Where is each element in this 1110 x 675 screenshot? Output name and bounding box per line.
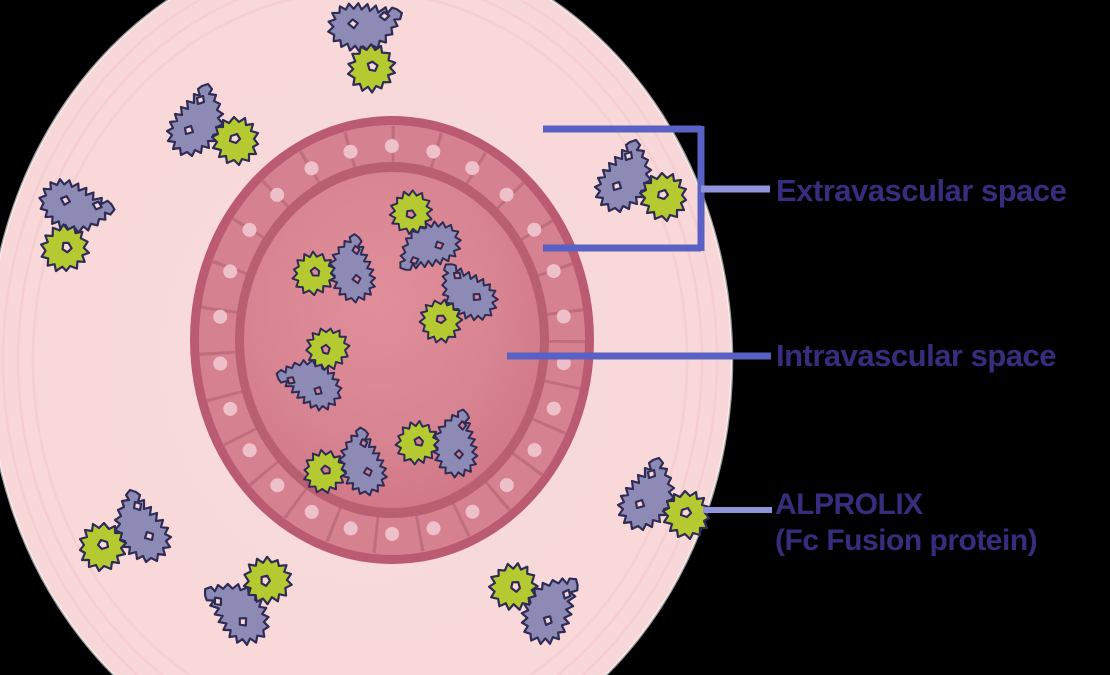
extravascular-space-label: Extravascular space — [776, 173, 1067, 208]
endothelial-cell-dot — [527, 222, 542, 237]
vessel-wall-dots — [213, 139, 571, 541]
endothelial-cell-dot — [270, 187, 285, 202]
endothelial-cell-dot — [242, 222, 257, 237]
connectors — [507, 125, 772, 513]
endothelial-cell-dot — [465, 504, 480, 519]
endothelial-cell-dot — [304, 161, 319, 176]
endothelial-cell-dot — [242, 443, 257, 458]
endothelial-cell-dot — [213, 309, 228, 324]
endothelial-cell-dot — [213, 356, 228, 371]
intravascular-space-label: Intravascular space — [776, 338, 1057, 373]
endothelial-cell-dot — [556, 309, 571, 324]
space-ring — [1, 0, 719, 675]
endothelial-cell-dot — [385, 527, 400, 541]
endothelial-cell-dot — [465, 161, 480, 176]
endothelial-cell-dot — [223, 401, 238, 416]
endothelial-cell-dot — [499, 187, 514, 202]
endothelial-cell-dot — [426, 144, 441, 159]
endothelial-cell-dot — [527, 443, 542, 458]
endothelial-cell-dot — [426, 521, 441, 536]
endothelial-cell-dot — [499, 478, 514, 493]
endothelial-cell-dot — [556, 356, 571, 371]
space-ring — [31, 0, 689, 675]
endothelial-cell-dot — [270, 478, 285, 493]
endothelial-cell-dot — [546, 264, 561, 279]
endothelial-cell-dot — [384, 139, 399, 153]
alprolix-label: ALPROLIX (Fc Fusion protein) — [775, 487, 1038, 559]
alprolix-name: ALPROLIX — [775, 488, 923, 521]
endothelial-cell-dot — [304, 504, 319, 519]
blood-vessel — [190, 116, 594, 564]
endothelial-cell-dot — [223, 264, 238, 279]
space-ring — [16, 0, 704, 675]
endothelial-cell-dot — [343, 144, 358, 159]
alprolix-description: (Fc Fusion protein) — [775, 524, 1038, 557]
endothelial-cell-dot — [343, 521, 358, 536]
endothelial-cell-dot — [546, 401, 561, 416]
